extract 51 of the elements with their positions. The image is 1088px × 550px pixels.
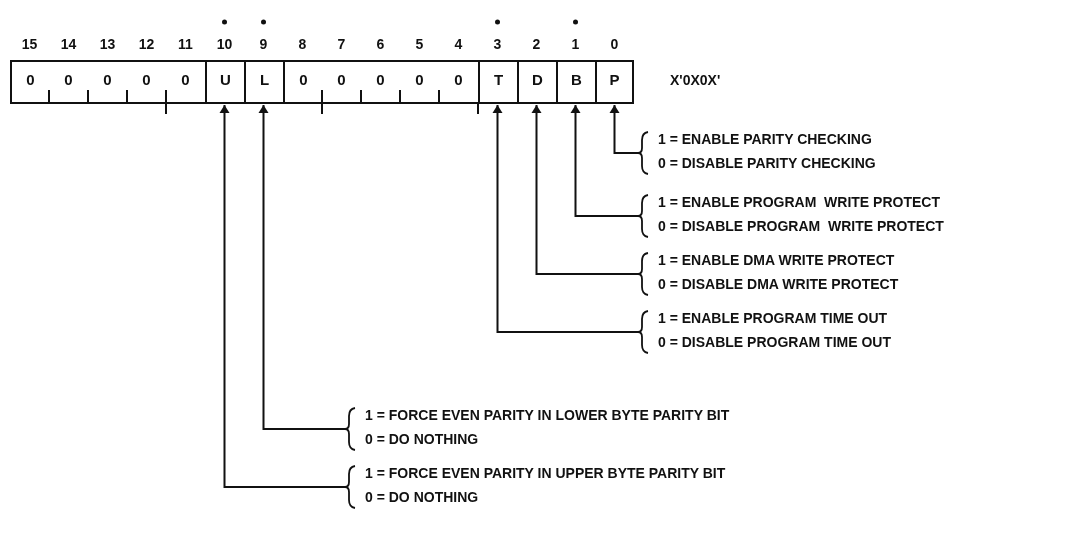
bit-field: 0 bbox=[361, 60, 400, 104]
option-text: 0 = DISABLE PROGRAM TIME OUT bbox=[658, 333, 891, 351]
bit-field: 0 bbox=[10, 60, 49, 104]
bit-number: 15 bbox=[20, 36, 39, 52]
bit-number: 0 bbox=[609, 36, 620, 52]
bit-field: P bbox=[595, 60, 634, 104]
option-text: 1 = FORCE EVEN PARITY IN LOWER BYTE PARITY BIT bbox=[365, 406, 730, 424]
option-text: 0 = DISABLE PROGRAM WRITE PROTECT bbox=[658, 217, 944, 235]
option-text: 0 = DISABLE DMA WRITE PROTECT bbox=[658, 275, 899, 293]
arrow bbox=[609, 104, 639, 154]
bit-number: 4 bbox=[453, 36, 464, 52]
bit-number: 7 bbox=[336, 36, 347, 52]
bit-field: 0 bbox=[283, 60, 322, 104]
bit-field: 0 bbox=[322, 60, 361, 104]
register-value: X'0X0X' bbox=[670, 72, 721, 88]
arrow bbox=[570, 104, 639, 217]
bit-number: 13 bbox=[98, 36, 117, 52]
bit-number: 10 bbox=[215, 36, 234, 52]
bit-number: 11 bbox=[177, 36, 194, 52]
bit-field: 0 bbox=[400, 60, 439, 104]
bit-field: 0 bbox=[166, 60, 205, 104]
bit-number: 5 bbox=[414, 36, 425, 52]
option-text: 1 = ENABLE PROGRAM TIME OUT bbox=[658, 309, 888, 327]
arrow bbox=[492, 104, 639, 333]
bit-number: 3 bbox=[492, 36, 503, 52]
bit-field: 0 bbox=[88, 60, 127, 104]
bit-number: 2 bbox=[531, 36, 542, 52]
bit-number: 8 bbox=[297, 36, 308, 52]
bit-field: U bbox=[205, 60, 244, 104]
option-text: 1 = ENABLE DMA WRITE PROTECT bbox=[658, 251, 895, 269]
bit-number: 12 bbox=[137, 36, 156, 52]
option-text: 0 = DO NOTHING bbox=[365, 430, 479, 448]
option-text: 0 = DO NOTHING bbox=[365, 488, 479, 506]
arrow bbox=[219, 104, 346, 488]
bit-field: D bbox=[517, 60, 556, 104]
option-text: 1 = FORCE EVEN PARITY IN UPPER BYTE PARITY BIT bbox=[365, 464, 726, 482]
bit-number: 9 bbox=[258, 36, 269, 52]
arrow bbox=[531, 104, 639, 275]
bit-number: 14 bbox=[59, 36, 78, 52]
bit-number: 1 bbox=[570, 36, 581, 52]
bit-field: 0 bbox=[49, 60, 88, 104]
option-text: 0 = DISABLE PARITY CHECKING bbox=[658, 154, 876, 172]
bit-number: 6 bbox=[375, 36, 386, 52]
bit-field: L bbox=[244, 60, 283, 104]
option-text: 1 = ENABLE PROGRAM WRITE PROTECT bbox=[658, 193, 940, 211]
bit-field: 0 bbox=[439, 60, 478, 104]
bit-field: T bbox=[478, 60, 517, 104]
option-text: 1 = ENABLE PARITY CHECKING bbox=[658, 130, 872, 148]
bit-field: 0 bbox=[127, 60, 166, 104]
bit-field: B bbox=[556, 60, 595, 104]
arrow bbox=[258, 104, 346, 430]
